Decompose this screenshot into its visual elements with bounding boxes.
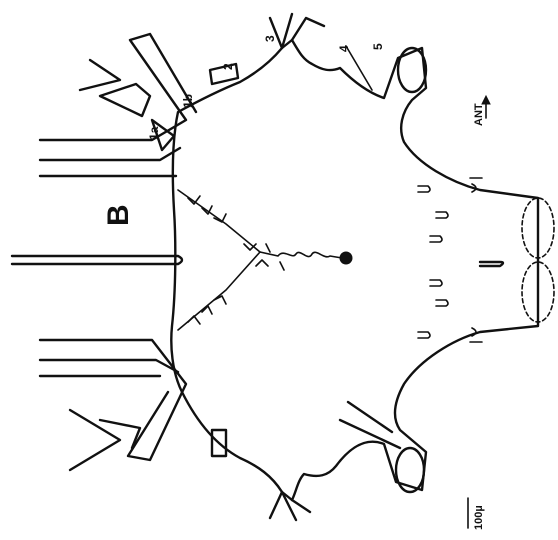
label-1b: 1b bbox=[181, 94, 195, 108]
label-5: 5 bbox=[371, 43, 385, 50]
u-marks bbox=[418, 178, 482, 342]
cylinder-lower bbox=[340, 402, 424, 492]
vessel-lower bbox=[40, 340, 186, 470]
label-4: 4 bbox=[337, 45, 351, 52]
cut-ends bbox=[480, 198, 554, 322]
label-3: 3 bbox=[263, 35, 277, 42]
cylinder-upper bbox=[398, 48, 426, 92]
scale-bar-label: 100µ bbox=[473, 505, 485, 530]
central-nerve bbox=[178, 190, 352, 330]
branch-3 bbox=[270, 14, 324, 48]
label-2: 2 bbox=[221, 63, 235, 70]
central-rod bbox=[12, 256, 182, 264]
panel-letter: B bbox=[102, 204, 135, 226]
orientation-marker: ANT bbox=[473, 96, 490, 126]
label-1a: 1a bbox=[147, 126, 161, 140]
orientation-label: ANT bbox=[473, 103, 485, 126]
branch-lower-right bbox=[270, 492, 310, 520]
scale-bar: 100µ bbox=[468, 498, 485, 530]
